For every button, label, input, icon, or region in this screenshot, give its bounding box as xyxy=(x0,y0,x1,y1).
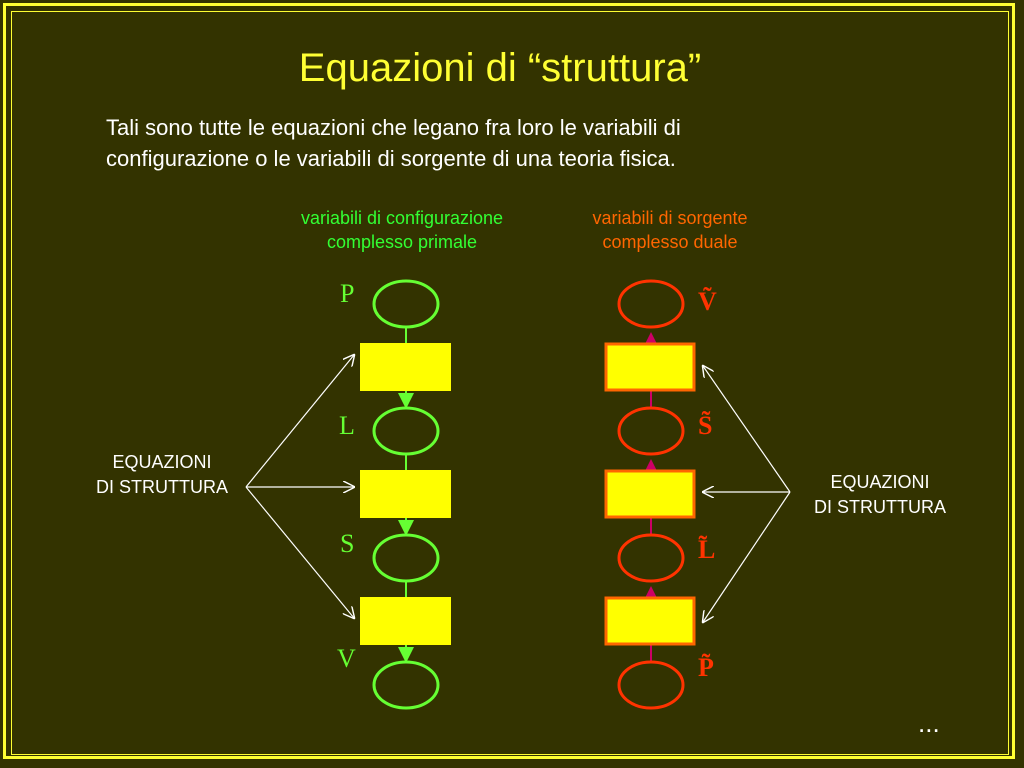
primal-node xyxy=(372,660,440,710)
pointer-arrow xyxy=(245,486,354,618)
inner-border xyxy=(11,11,1009,755)
intro-line-1: Tali sono tutte le equazioni che legano … xyxy=(106,115,681,140)
dual-chain: Ṽ S̃ L̃ P̃ xyxy=(604,279,717,710)
primal-heading-line-1: variabili di configurazione xyxy=(300,208,504,228)
primal-node xyxy=(372,533,440,583)
continuation-ellipsis: ... xyxy=(918,708,940,738)
dual-heading-line-2: complesso duale xyxy=(602,232,738,252)
primal-node xyxy=(372,279,440,329)
right-pointer-arrows xyxy=(703,366,791,622)
primal-label-v: V xyxy=(337,644,356,673)
dual-label-s: S̃ xyxy=(698,411,712,440)
primal-label-p: P xyxy=(340,279,354,308)
primal-heading-line-2: complesso primale xyxy=(326,232,478,252)
dual-equation-box xyxy=(604,596,696,646)
primal-equation-box xyxy=(360,597,451,645)
dual-heading-line-1: variabili di sorgente xyxy=(592,208,748,228)
left-pointer-arrows xyxy=(245,355,354,618)
dual-node xyxy=(617,279,685,329)
dual-node xyxy=(617,406,685,456)
slide-title: Equazioni di “struttura” xyxy=(298,46,702,90)
primal-label-s: S xyxy=(340,529,354,558)
left-structure-label: EQUAZIONI DI STRUTTURA xyxy=(52,450,272,500)
dual-label-v: Ṽ xyxy=(698,287,717,316)
dual-label-l: L̃ xyxy=(698,535,715,564)
right-structure-label: EQUAZIONI DI STRUTTURA xyxy=(770,470,990,520)
dual-equation-box xyxy=(604,469,696,519)
outer-border xyxy=(3,3,1015,759)
left-structure-label-line-2: DI STRUTTURA xyxy=(96,477,228,497)
dual-label-p: P̃ xyxy=(698,653,714,682)
left-structure-label-line-1: EQUAZIONI xyxy=(112,452,212,472)
primal-label-l: L xyxy=(339,411,355,440)
primal-equation-box xyxy=(360,470,451,518)
primal-chain: P L S V xyxy=(337,279,451,710)
pointer-arrow xyxy=(245,355,354,488)
dual-node xyxy=(617,660,685,710)
intro-text: Tali sono tutte le equazioni che legano … xyxy=(106,112,906,174)
primal-equation-box xyxy=(360,343,451,391)
pointer-arrow xyxy=(703,491,791,622)
dual-node xyxy=(617,533,685,583)
right-structure-label-line-1: EQUAZIONI xyxy=(830,472,930,492)
pointer-arrow xyxy=(703,366,791,493)
dual-equation-box xyxy=(604,342,696,392)
primal-node xyxy=(372,406,440,456)
dual-heading: variabili di sorgente complesso duale xyxy=(540,206,800,254)
primal-heading: variabili di configurazione complesso pr… xyxy=(262,206,542,254)
right-structure-label-line-2: DI STRUTTURA xyxy=(814,497,946,517)
intro-line-2: configurazione o le variabili di sorgent… xyxy=(106,146,676,171)
